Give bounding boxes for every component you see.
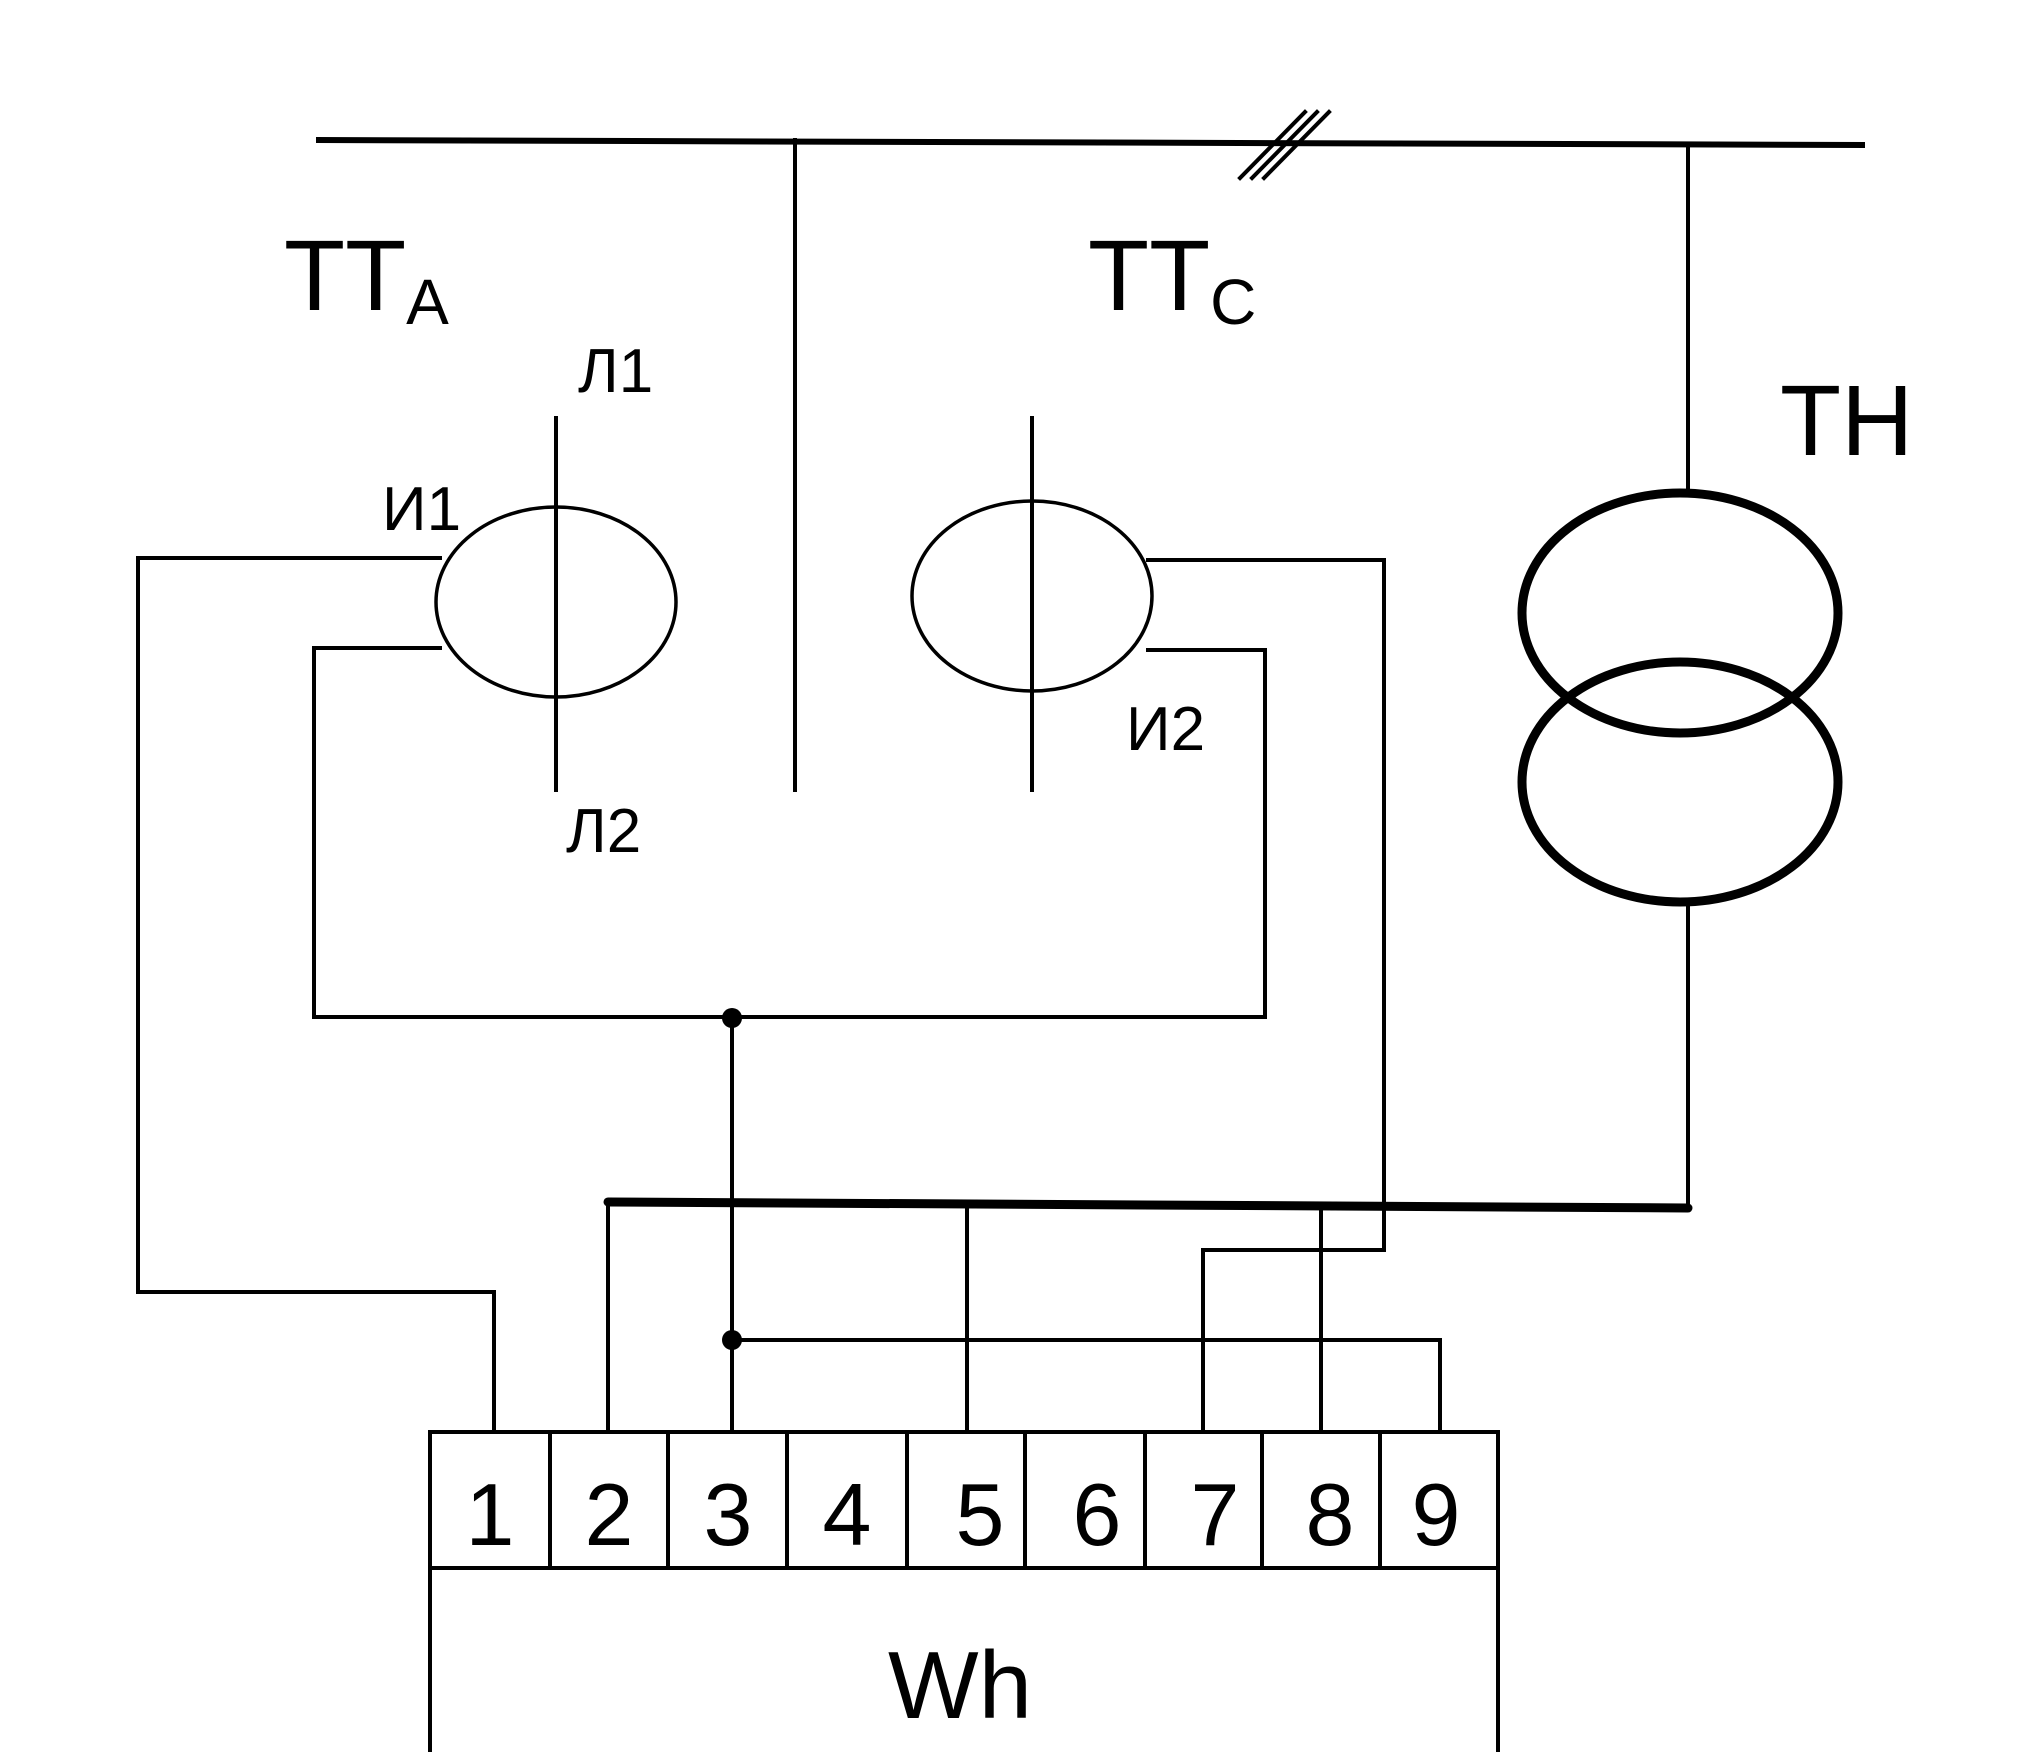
ct-a-label: TTA <box>284 220 449 338</box>
junction-dot <box>722 1330 742 1350</box>
terminal-label: 4 <box>823 1465 872 1564</box>
wire-ct-a-i2-to-common <box>312 646 1267 1019</box>
junction-dot <box>722 1008 742 1028</box>
terminal-label: 9 <box>1412 1465 1461 1564</box>
main-line <box>315 137 1866 148</box>
voltage-transformer <box>1517 143 1843 1210</box>
secondary-wiring <box>136 556 1693 1434</box>
meter-terminal-row <box>428 1430 1500 1570</box>
terminal-label: 1 <box>466 1465 515 1564</box>
tn-upper-winding <box>1517 488 1843 738</box>
voltage-bus <box>603 1197 1693 1213</box>
terminal-label: 7 <box>1191 1465 1240 1564</box>
terminal-label: 2 <box>585 1465 634 1564</box>
three-phase-mark <box>1237 109 1332 181</box>
terminal-label: 3 <box>704 1465 753 1564</box>
current-transformer-a <box>434 416 678 792</box>
ct-a-l2-label: Л2 <box>566 797 641 866</box>
wire-t3-to-t9 <box>730 1338 1442 1434</box>
terminal-label: 8 <box>1306 1465 1355 1564</box>
ct-c-i2-label: И2 <box>1126 695 1205 764</box>
meter: 1 2 3 4 5 6 7 8 9 Wh <box>428 1430 1500 1752</box>
ct-a-l1-label: Л1 <box>578 337 653 406</box>
terminal-label: 6 <box>1073 1465 1122 1564</box>
ct-a-i1-label: И1 <box>382 475 461 544</box>
wire-ct-c-to-t7 <box>1146 558 1386 1434</box>
meter-label: Wh <box>888 1632 1032 1739</box>
terminal-label: 5 <box>956 1465 1005 1564</box>
current-transformer-c <box>910 416 1154 792</box>
tn-lower-winding <box>1517 657 1843 907</box>
wire-ct-a-i1-to-t1 <box>136 556 496 1434</box>
tn-label: TH <box>1780 365 1913 477</box>
ct-c-label: TTC <box>1088 220 1256 338</box>
